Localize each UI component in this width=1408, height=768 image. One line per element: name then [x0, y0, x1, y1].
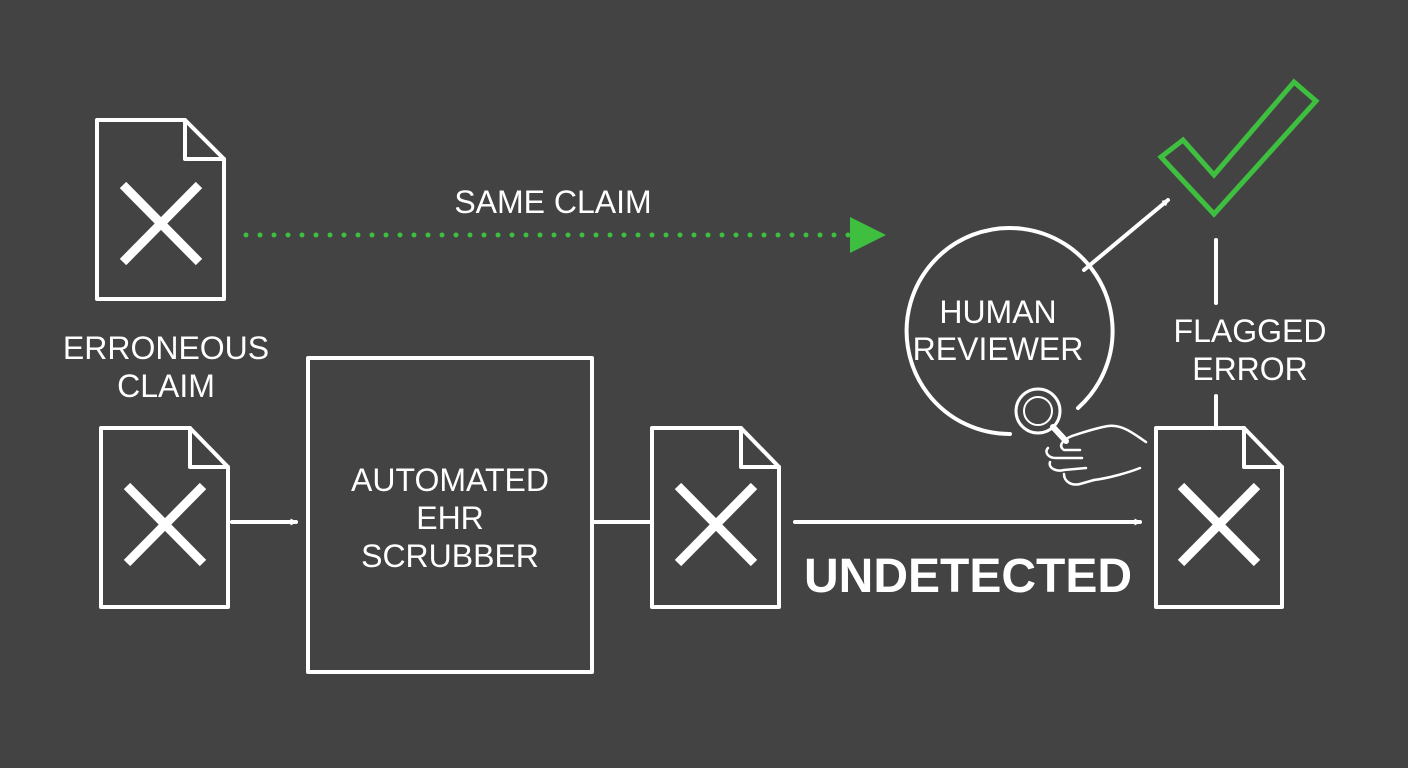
reviewer-to-check-arrow: [1082, 198, 1170, 272]
undetected-label: UNDETECTED: [804, 550, 1132, 603]
erroneous-claim-label-line2: CLAIM: [117, 368, 215, 404]
magnifier-icon: [1014, 387, 1069, 444]
scrubber-label-line1: AUTOMATED: [351, 462, 549, 498]
flagged-label-line1: FLAGGED: [1174, 313, 1327, 349]
ehr-scrubber-box: [306, 356, 594, 674]
top-claim-document-icon: [95, 118, 226, 301]
erroneous-claim-label-line1: ERRONEOUS: [63, 330, 269, 366]
output-claim-document-icon: [650, 426, 781, 609]
same-claim-label: SAME CLAIM: [454, 184, 651, 220]
hand-icon: [1045, 424, 1148, 486]
flagged-claim-document-icon: [1154, 426, 1284, 609]
human-reviewer-circle: [904, 226, 1115, 437]
reviewer-label-line2: REVIEWER: [913, 331, 1084, 367]
checkmark-icon: [1157, 78, 1320, 218]
scrubber-label-line2: EHR: [416, 500, 484, 536]
scrubber-label-line3: SCRUBBER: [361, 538, 539, 574]
input-claim-document-icon: [99, 426, 230, 609]
reviewer-label-line1: HUMAN: [939, 294, 1056, 330]
same-claim-arrow: [243, 217, 886, 253]
flagged-label-line2: ERROR: [1192, 351, 1308, 387]
